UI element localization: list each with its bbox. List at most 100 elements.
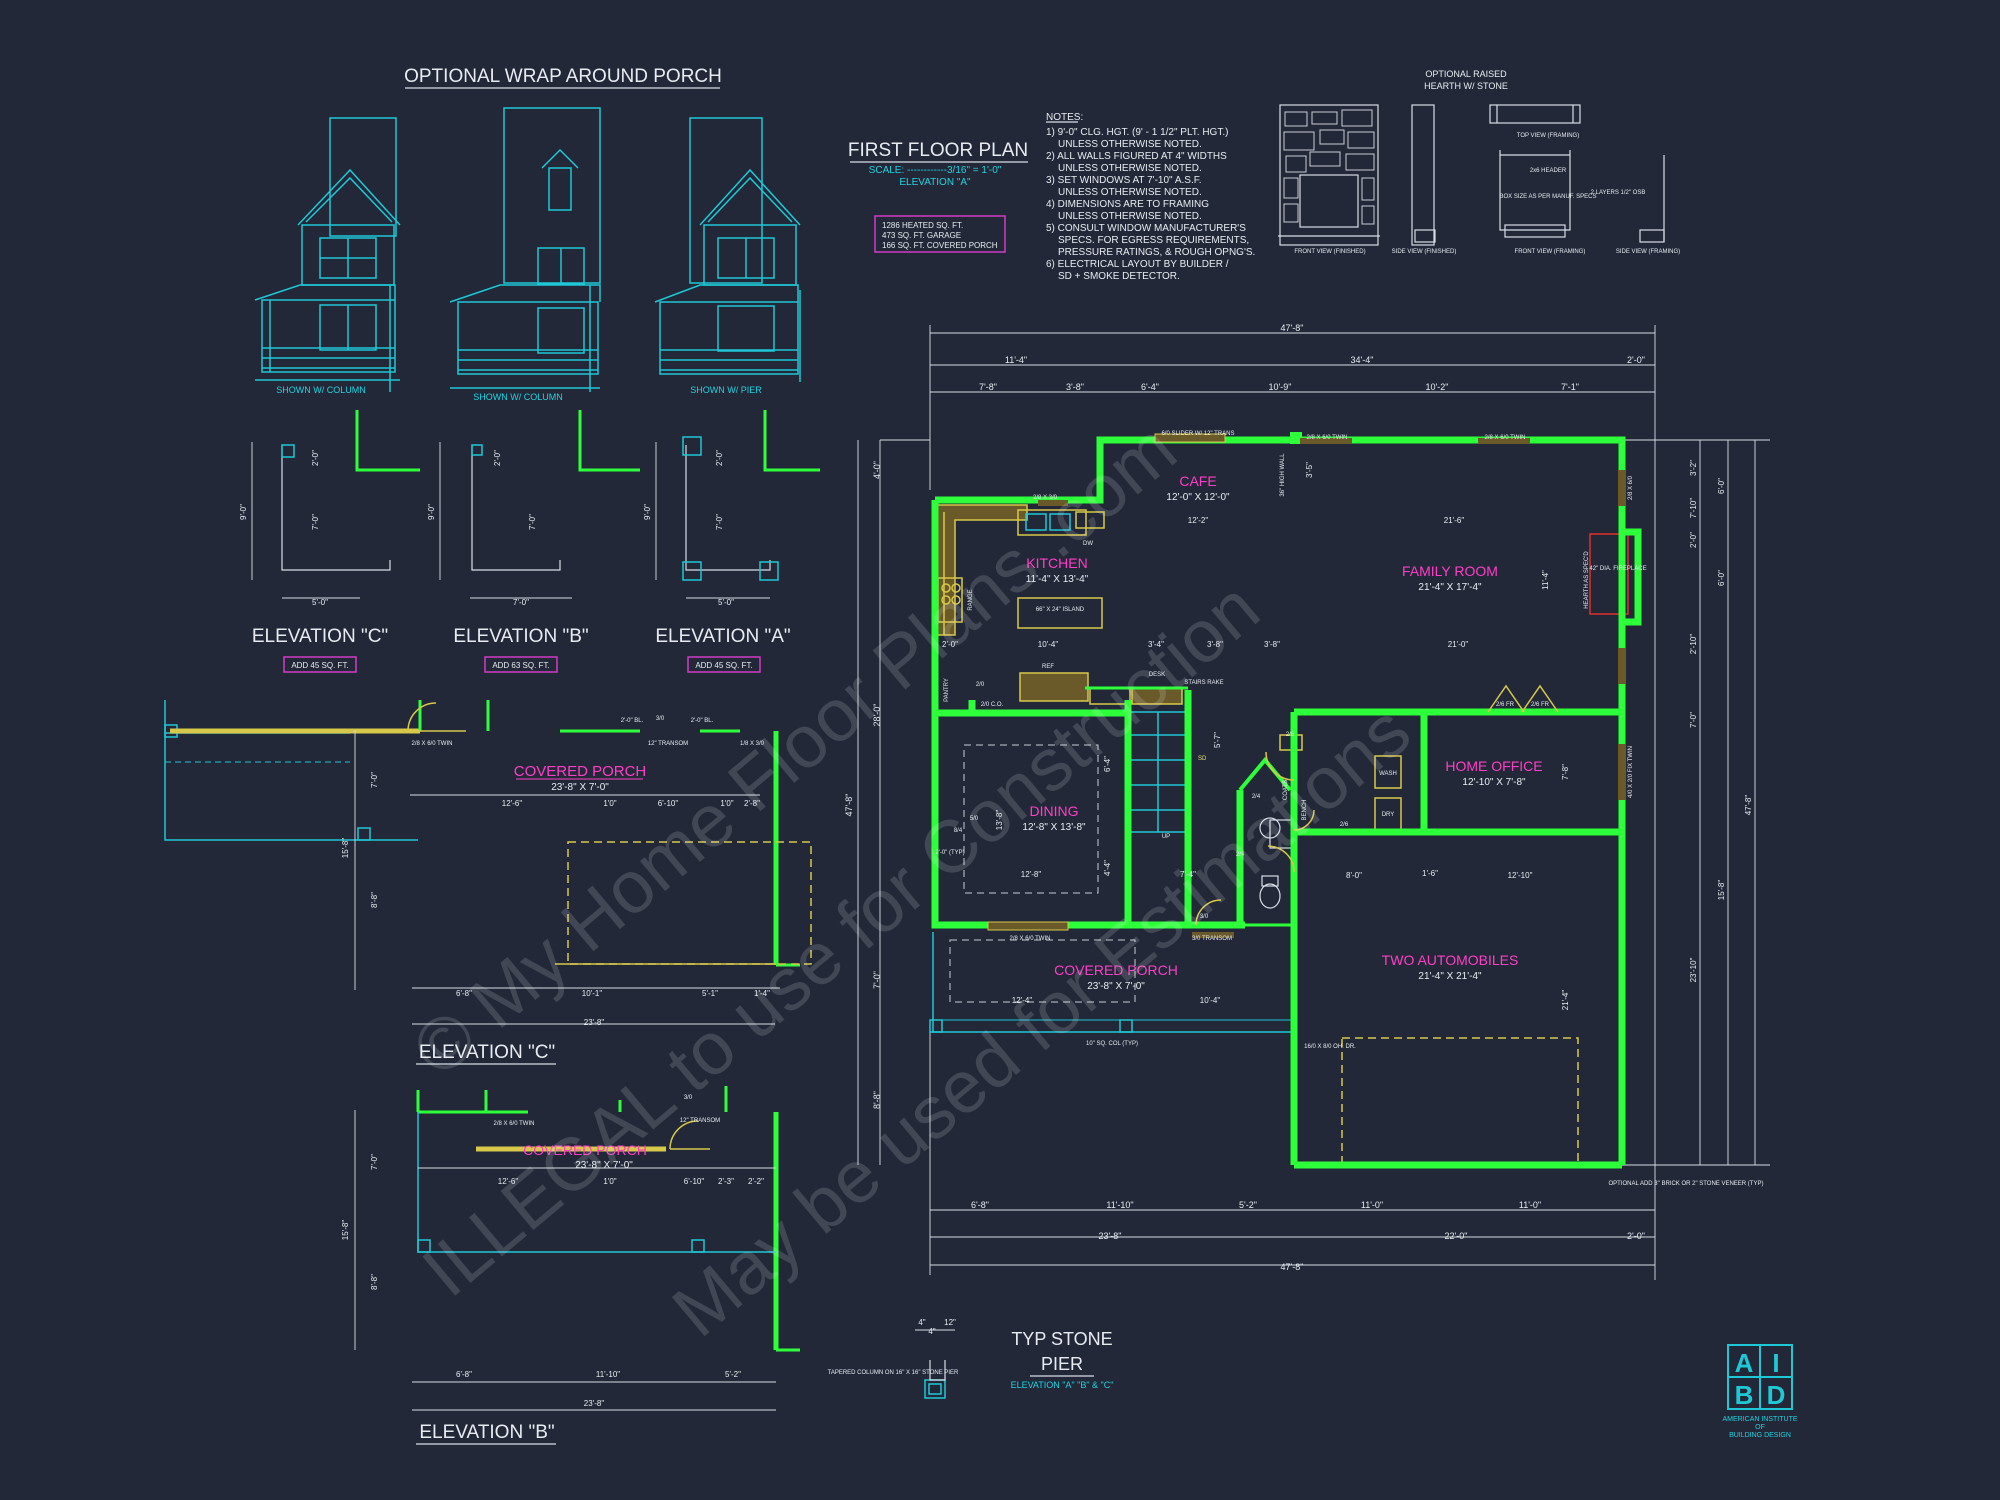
porch-c-tag-5: 2'-0" BL. bbox=[621, 718, 644, 724]
tag-coats: COATS bbox=[1283, 780, 1289, 800]
inner-dim-10: 1'-6" bbox=[1422, 869, 1438, 878]
hearth-title-1: OPTIONAL RAISED bbox=[1425, 69, 1507, 79]
elevation-a-detail: 9'-0" 2'-0" 7'-0" 5'-0" ELEVATION "A" AD… bbox=[643, 410, 820, 673]
hearth-label-6: 2x6 HEADER bbox=[1530, 168, 1567, 174]
plan-title: FIRST FLOOR PLAN bbox=[848, 140, 1028, 161]
tag-window-kitchen: 2/8 X 3/0 bbox=[1033, 495, 1058, 501]
hearth-label-3: FRONT VIEW (FRAMING) bbox=[1515, 249, 1586, 255]
porch-c-tag-3: 1/8 X 3/0 bbox=[740, 741, 765, 747]
top2-dim-2: 3'-8" bbox=[1066, 382, 1084, 392]
hearth-label-8: 2 LAYERS 1/2" OSB bbox=[1591, 190, 1646, 196]
tag-slider: 6/0 SLIDER W/ 12" TRANS bbox=[1161, 431, 1234, 437]
hearth-title-2: HEARTH W/ STONE bbox=[1424, 81, 1508, 91]
porch-variant-c: COVERED PORCH 23'-8" X 7'-0" 12'-6" 1'0"… bbox=[164, 700, 812, 1065]
inner-dim-16: 6'-4" bbox=[1103, 756, 1112, 772]
porch-c-side-2: 15'-8" bbox=[341, 838, 350, 859]
porch-b-side-1: 7'-0" bbox=[370, 1154, 379, 1170]
room-porch: COVERED PORCH bbox=[1054, 962, 1178, 978]
elev-a-h2: 7'-0" bbox=[715, 514, 724, 530]
room-dining-size: 12'-8" X 13'-8" bbox=[1022, 822, 1086, 833]
pier-dim-2: 4" bbox=[928, 1327, 935, 1336]
bot1-dim-3: 5'-2" bbox=[1239, 1200, 1257, 1210]
porch-b-dim-2: 1'0" bbox=[603, 1177, 616, 1186]
inner-dim-12: 12'-4" bbox=[1012, 996, 1033, 1005]
notes-heading: NOTES: bbox=[1046, 112, 1083, 123]
hearth-label-2: SIDE VIEW (FINISHED) bbox=[1392, 249, 1457, 255]
top2-dim-4: 10'-9" bbox=[1269, 382, 1292, 392]
room-kitchen: KITCHEN bbox=[1026, 555, 1087, 571]
tag-stairs: STAIRS RAKE bbox=[1184, 680, 1223, 686]
tag-pantry: PANTRY bbox=[944, 678, 950, 702]
tag-twin-3: 2/8 X 6/0 TWIN bbox=[1010, 936, 1051, 942]
tag-ref: REF bbox=[1042, 664, 1054, 670]
bot2-dim-1: 23'-8" bbox=[1099, 1231, 1122, 1241]
plan-elevation: ELEVATION "A" bbox=[899, 177, 971, 188]
note-line-7: 4) DIMENSIONS ARE TO FRAMING bbox=[1046, 199, 1209, 210]
porch-c-bdim-3: 5'-1" bbox=[702, 989, 718, 998]
bot2-dim-3: 2'-0" bbox=[1627, 1231, 1645, 1241]
note-line-6: UNLESS OTHERWISE NOTED. bbox=[1058, 187, 1202, 198]
tag-2-0: 2/0 bbox=[976, 682, 985, 688]
top2-dim-6: 7'-1" bbox=[1561, 382, 1579, 392]
left-dim-2: 28'-0" bbox=[872, 704, 882, 727]
inner-dim-15: 7'-4" bbox=[1180, 870, 1196, 879]
porch-b-tag-3: 12" TRANSOM bbox=[680, 1118, 720, 1124]
elev-b-w: 7'-0" bbox=[513, 598, 529, 607]
inner-dim-4: 10'-4" bbox=[1038, 640, 1059, 649]
bot1-dim-1: 6'-8" bbox=[971, 1200, 989, 1210]
pier-note: TAPERED COLUMN ON 16" X 16" STONE PIER bbox=[828, 1370, 959, 1376]
porch-elevations: OPTIONAL WRAP AROUND PORCH SHOWN W/ COLU… bbox=[254, 66, 801, 402]
elev-c-h1: 2'-0" bbox=[311, 450, 320, 466]
inner-dim-21: 21'-4" bbox=[1561, 990, 1570, 1011]
elevation-c-detail: 9'-0" 2'-0" 7'-0" 5'-0" ELEVATION "C" AD… bbox=[239, 410, 420, 673]
note-line-10: SPECS. FOR EGRESS REQUIREMENTS, bbox=[1058, 235, 1249, 246]
inner-dim-17: 4'-4" bbox=[1103, 860, 1112, 876]
tag-col: 10" SQ. COL (TYP) bbox=[1086, 1041, 1138, 1047]
tag-transom: 3/0 TRANSOM bbox=[1192, 936, 1232, 942]
plan-overall-top: 47'-8" bbox=[1281, 323, 1304, 333]
plan-scale: SCALE: ------------3/16" = 1'-0" bbox=[869, 165, 1002, 176]
porch-b-tag-1: 2/8 X 6/0 TWIN bbox=[494, 1121, 535, 1127]
porch-b-side-2: 15'-8" bbox=[341, 1220, 350, 1241]
logo-text-1: AMERICAN INSTITUTE bbox=[1722, 1416, 1797, 1423]
logo-letter-i: I bbox=[1772, 1348, 1779, 1378]
logo-letter-a: A bbox=[1735, 1348, 1754, 1378]
left-dim-3: 47'-8" bbox=[844, 794, 854, 817]
porch-b-side-3: 8'-8" bbox=[370, 1274, 379, 1290]
logo-letter-b: B bbox=[1735, 1380, 1754, 1410]
tag-2-8: 2/8 bbox=[1286, 732, 1295, 738]
porch-c-tag-4: 3/0 bbox=[656, 716, 665, 722]
logo-letter-d: D bbox=[1767, 1380, 1786, 1410]
top2-dim-1: 7'-8" bbox=[979, 382, 997, 392]
elev-a-label: ELEVATION "A" bbox=[655, 626, 790, 647]
bot1-dim-4: 11'-0" bbox=[1361, 1200, 1383, 1210]
tag-up: UP bbox=[1162, 834, 1170, 840]
tag-dry: DRY bbox=[1382, 812, 1395, 818]
pier-dim-1: 4" bbox=[918, 1318, 925, 1327]
hearth-label-5: TOP VIEW (FRAMING) bbox=[1517, 133, 1579, 139]
porch-c-bdim-2: 10'-1" bbox=[582, 989, 603, 998]
top1-dim-2: 34'-4" bbox=[1351, 355, 1374, 365]
tag-3-0: 3/0 bbox=[1200, 914, 1209, 920]
elev-b-h2: 7'-0" bbox=[528, 514, 537, 530]
porch-c-room: COVERED PORCH bbox=[514, 763, 647, 780]
room-porch-size: 23'-8" X 7'-0" bbox=[1087, 981, 1145, 992]
tag-fix-twin: 4/0 X 2/0 FIX TWIN bbox=[1628, 746, 1634, 798]
tag-twin-1: 2/8 X 6/0 TWIN bbox=[1307, 435, 1348, 441]
bot1-dim-2: 11'-10" bbox=[1106, 1200, 1133, 1210]
inner-dim-3: 2'-0" bbox=[942, 640, 958, 649]
right-dim-10: 23'-10" bbox=[1689, 957, 1698, 982]
sd-marker: SD bbox=[1198, 756, 1207, 762]
house-caption-3: SHOWN W/ PIER bbox=[690, 385, 762, 395]
area-porch: 166 SQ. FT. COVERED PORCH bbox=[882, 241, 998, 250]
hearth-label-1: FRONT VIEW (FINISHED) bbox=[1294, 249, 1365, 255]
tag-veneer: OPTIONAL ADD 3" BRICK OR 2" STONE VENEER… bbox=[1609, 1181, 1764, 1187]
pier-title-2: PIER bbox=[1041, 1354, 1083, 1374]
porch-c-bdim-4: 1'-4" bbox=[754, 989, 770, 998]
main-floor-plan: 47'-8" 11'-4" 34'-4" 2'-0" 7'-8" 3'-8" 6… bbox=[844, 323, 1770, 1280]
notes-block: NOTES: 1) 9'-0" CLG. HGT. (9' - 1 1/2" P… bbox=[1046, 112, 1255, 282]
hearth-detail: OPTIONAL RAISED HEARTH W/ STONE FRONT VI… bbox=[1278, 69, 1680, 255]
porch-c-total: 23'-8" bbox=[584, 1018, 605, 1027]
plan-title-block: FIRST FLOOR PLAN SCALE: ------------3/16… bbox=[848, 140, 1028, 253]
